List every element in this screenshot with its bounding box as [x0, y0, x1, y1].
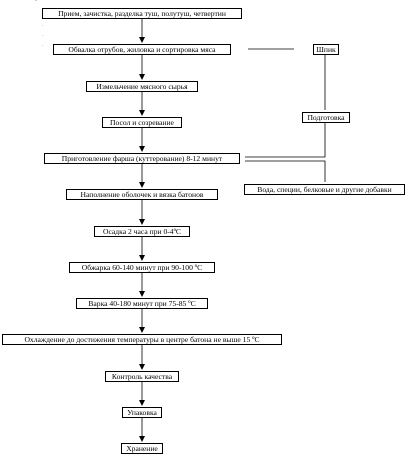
step-storage: Хранение [121, 443, 163, 454]
line-preparation-to-mince [245, 123, 326, 158]
step-salting-maturing: Посол и созревание [102, 117, 182, 128]
side-bacon: Шпик [313, 44, 339, 55]
step-cooling: Охлаждение до достижения температуры в ц… [2, 334, 282, 345]
step-cooking: Варка 40-180 минут при 75-85 ºС [76, 298, 208, 309]
step-deboning-sorting: Обвалка отрубов, жиловка и сортировка мя… [53, 44, 231, 55]
bullet-mark: · [42, 23, 44, 29]
side-preparation: Подготовка [302, 112, 350, 123]
side-additives: Вода, специи, белковые и другие добавки [244, 184, 405, 195]
step-quality-control: Контроль качества [105, 371, 179, 382]
step-packaging: Упаковка [122, 407, 162, 418]
bullet-mark: ° [35, 0, 38, 5]
step-reception-trimming: Прием, зачистка, разделка туш, полутуш, … [42, 8, 242, 19]
line-additives-to-mince [245, 160, 326, 182]
step-grinding: Измельчение мясного сырья [86, 81, 198, 92]
step-roasting: Обжарка 60-140 минут при 90-100 ºС [69, 262, 215, 273]
step-mince-preparation: Приготовление фарша (куттерование) 8-12 … [44, 153, 240, 164]
step-settling: Осадка 2 часа при 0-4ºС [94, 226, 190, 237]
step-filling-tying: Наполнение оболочек и вязка батонов [66, 189, 218, 200]
bullet-mark: · [42, 43, 44, 49]
bullet-mark: · [42, 33, 44, 39]
